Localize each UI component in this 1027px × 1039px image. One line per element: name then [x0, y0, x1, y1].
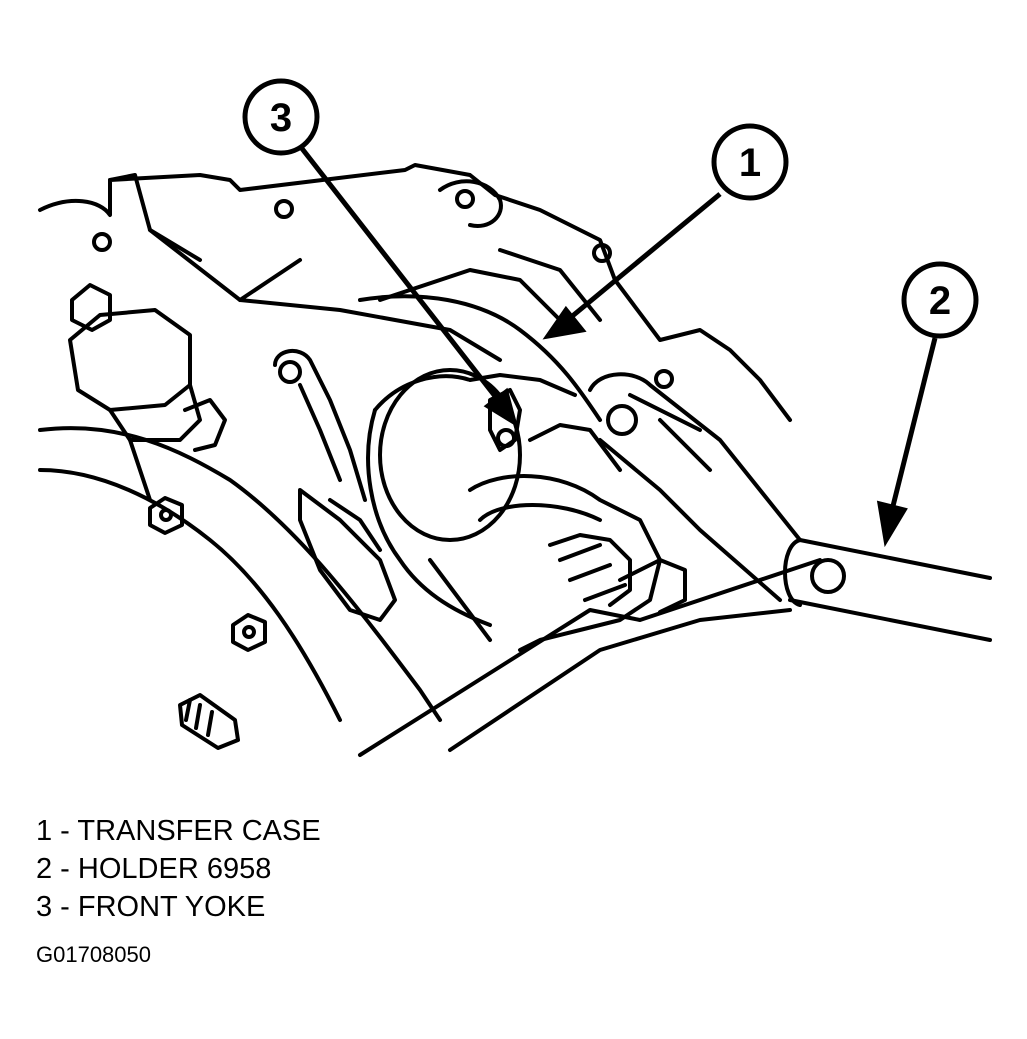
callout-3-circle — [242, 78, 320, 156]
callout-3-arrowhead — [483, 387, 519, 428]
callout-1-leader — [568, 192, 722, 320]
callout-2-arrowhead — [876, 500, 908, 548]
callout-3-leader — [298, 144, 500, 402]
callout-2-number: 2 — [929, 279, 951, 323]
flange-bolts — [148, 496, 267, 750]
callout-1-arrowhead — [542, 305, 587, 340]
callout-1-number: 1 — [739, 141, 761, 185]
callout-2-leader — [889, 337, 938, 511]
legend-item-3: 3 - FRONT YOKE — [36, 891, 266, 923]
legend-item-2: 2 - HOLDER 6958 — [36, 853, 272, 885]
figure-code: G01708050 — [36, 942, 151, 967]
legend-item-1: 1 - TRANSFER CASE — [36, 815, 321, 847]
linkage-bracket — [273, 349, 397, 622]
transfer-case-housing — [38, 163, 792, 722]
callout-1-circle — [711, 123, 789, 201]
holder-6958-tool — [358, 372, 992, 757]
legend: 1 - TRANSFER CASE 2 - HOLDER 6958 3 - FR… — [36, 812, 321, 926]
callout-3-number: 3 — [270, 96, 292, 140]
front-yoke — [366, 368, 662, 652]
diagram-illustration: 1 2 3 — [38, 78, 992, 757]
hex-fitting — [68, 283, 227, 502]
callout-2-circle — [901, 261, 979, 339]
